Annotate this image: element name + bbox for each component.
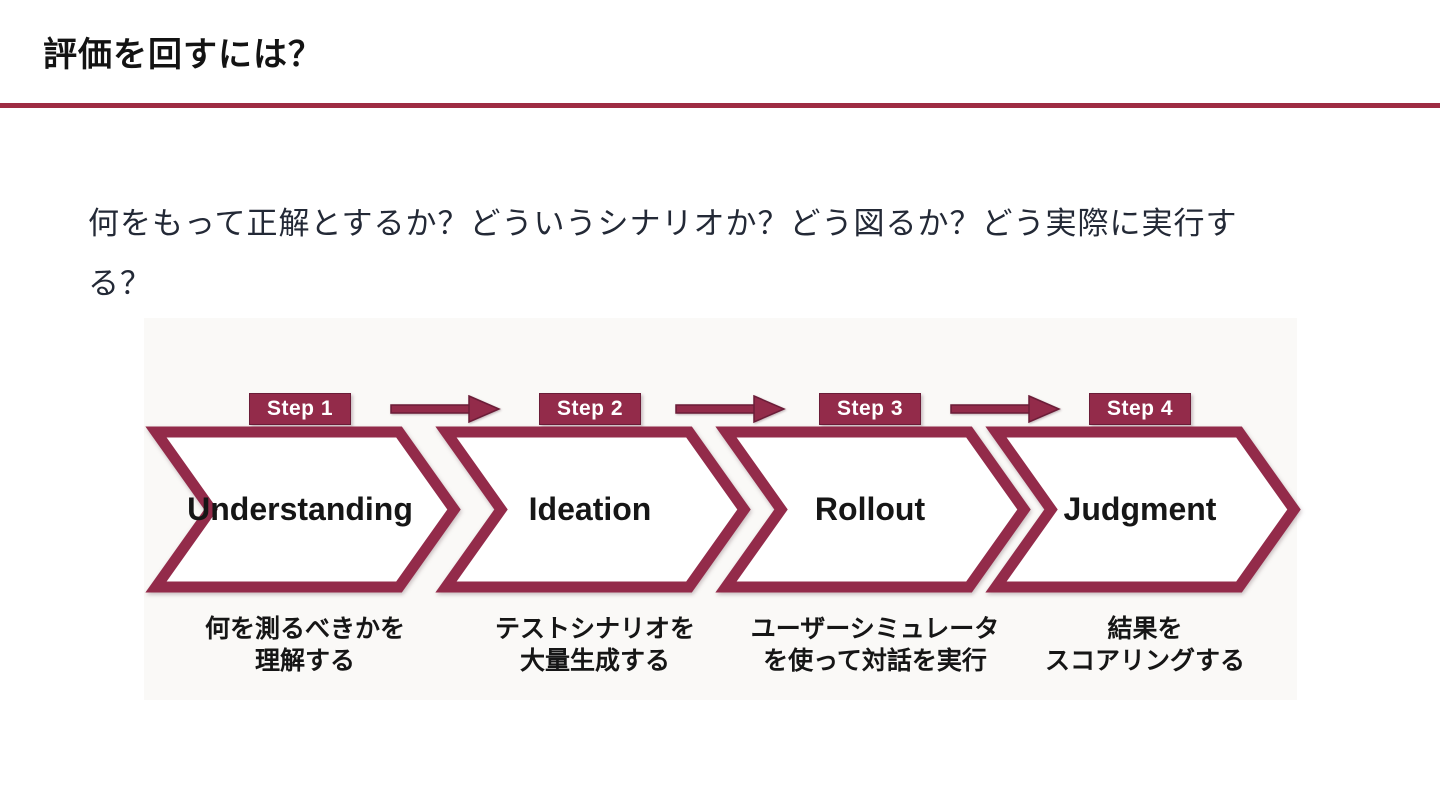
body-text-line: る？ <box>88 266 152 301</box>
arrow-right-icon <box>675 394 786 424</box>
step-1-badge-label: Step 1 <box>266 397 334 420</box>
step-3-badge: Step 3 <box>819 393 921 425</box>
step-3-caption: ユーザーシミュレータ を使って対話を実行 <box>710 613 1040 677</box>
chevron-shape-icon <box>145 426 461 593</box>
process-diagram: Step 1 Understanding 何を測るべきかを 理解する Step … <box>144 318 1301 700</box>
step-4-caption-line: 結果を <box>1107 615 1183 643</box>
step-4-badge: Step 4 <box>1089 393 1191 425</box>
step-3-caption-line: ユーザーシミュレータ <box>750 615 1000 643</box>
step-1-badge: Step 1 <box>249 393 351 425</box>
step-3-badge-label: Step 3 <box>836 397 904 420</box>
step-3-title: Rollout <box>814 491 926 527</box>
chevron-shape-icon <box>435 426 751 593</box>
step-4-badge-label: Step 4 <box>1106 397 1174 420</box>
step-2-caption-line: 大量生成する <box>519 647 670 675</box>
step-3: Step 3 Rollout ユーザーシミュレータ を使って対話を実行 <box>715 318 1031 700</box>
body-text: 何をもって正解とするか？どういうシナリオか？どう図るか？どう実際に実行す る？ <box>88 194 1388 314</box>
step-4: Step 4 Judgment 結果を スコアリングする <box>985 318 1301 700</box>
title-accent-rule <box>0 103 1440 108</box>
step-2: Step 2 Ideation テストシナリオを 大量生成する <box>435 318 751 700</box>
step-2-caption: テストシナリオを 大量生成する <box>430 613 760 677</box>
step-3-caption-line: を使って対話を実行 <box>763 647 987 675</box>
page-title: 評価を回すには？ <box>43 36 323 74</box>
step-2-badge: Step 2 <box>539 393 641 425</box>
body-text-line: 何をもって正解とするか？どういうシナリオか？どう図るか？どう実際に実行す <box>88 206 1238 241</box>
chevron-shape-icon <box>715 426 1031 593</box>
step-1: Step 1 Understanding 何を測るべきかを 理解する <box>145 318 461 700</box>
step-2-badge-label: Step 2 <box>556 397 624 420</box>
step-1-caption-line: 理解する <box>254 647 355 675</box>
step-1-caption-line: 何を測るべきかを <box>204 615 405 643</box>
chevron-shape-icon <box>985 426 1301 593</box>
step-2-caption-line: テストシナリオを <box>494 615 695 643</box>
arrow-right-icon <box>390 394 501 424</box>
step-4-caption: 結果を スコアリングする <box>980 613 1310 677</box>
step-1-caption: 何を測るべきかを 理解する <box>140 613 470 677</box>
step-4-title: Judgment <box>1063 491 1217 527</box>
step-1-title: Understanding <box>187 491 413 527</box>
step-4-caption-line: スコアリングする <box>1044 647 1245 675</box>
arrow-right-icon <box>950 394 1061 424</box>
step-2-title: Ideation <box>528 491 652 527</box>
